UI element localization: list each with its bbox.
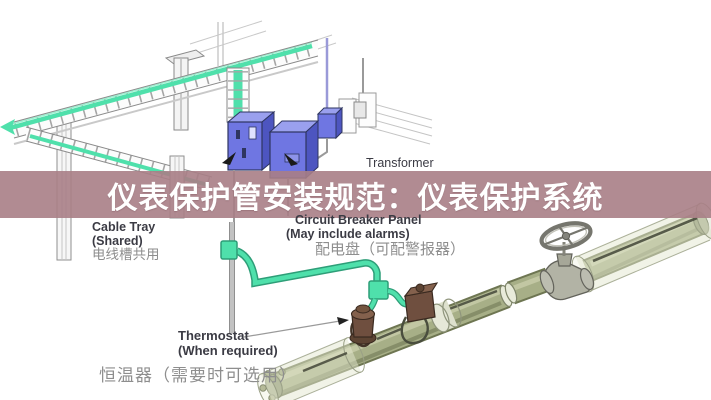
cable-tray-label-line1: Cable Tray: [92, 220, 156, 234]
pipe-thermostat-1: [349, 304, 377, 345]
junction-box: [220, 240, 238, 260]
circuit-breaker-label-line2: (May include alarms): [286, 227, 410, 241]
conduit-post: [229, 222, 235, 334]
cable-arrow-icon: [0, 119, 15, 135]
junction-box: [368, 280, 389, 300]
drop-ladder: [226, 67, 250, 123]
thermostat-label-line1: Thermostat: [178, 328, 249, 343]
cable-tray-label-zh: 电线槽共用: [92, 247, 160, 262]
circuit-breaker-label-zh: 配电盘（可配警报器）: [315, 241, 466, 258]
trace-loop: [400, 316, 429, 345]
heat-traced-pipe: [257, 202, 711, 400]
title-band: 仪表保护管安装规范：仪表保护系统: [0, 171, 711, 218]
leader-arrow-icon: [337, 317, 349, 325]
transformer-label: Transformer: [366, 156, 434, 170]
transformer-graphic: [316, 38, 433, 159]
thermostat-leader-line: [243, 317, 349, 338]
annotation-arrow-icon: [284, 153, 298, 166]
thermostat-label: Thermostat (When required): [178, 328, 278, 358]
pipe-thermostat-2: [403, 282, 439, 323]
control-panel-graphic: [268, 119, 320, 216]
page-title: 仪表保护管安装规范：仪表保护系统: [107, 180, 604, 216]
thermostat-label-zh: 恒温器（需要时可选用）: [99, 366, 297, 385]
valve-handwheel-icon: [539, 221, 593, 251]
circuit-breaker-label: Circuit Breaker Panel (May include alarm…: [286, 213, 465, 259]
circuit-breaker-label-line1: Circuit Breaker Panel: [295, 213, 422, 227]
transformer-disconnect-box: [316, 106, 344, 140]
transformer-label-en: Transformer: [366, 156, 434, 170]
thermostat-label-line2: (When required): [178, 342, 278, 358]
cable-tray-label-line2: (Shared): [92, 234, 143, 248]
pipe-valve: [539, 221, 595, 301]
cable-tray-label: Cable Tray (Shared) 电线槽共用: [92, 220, 160, 262]
annotation-arrow-icon: [222, 152, 236, 165]
